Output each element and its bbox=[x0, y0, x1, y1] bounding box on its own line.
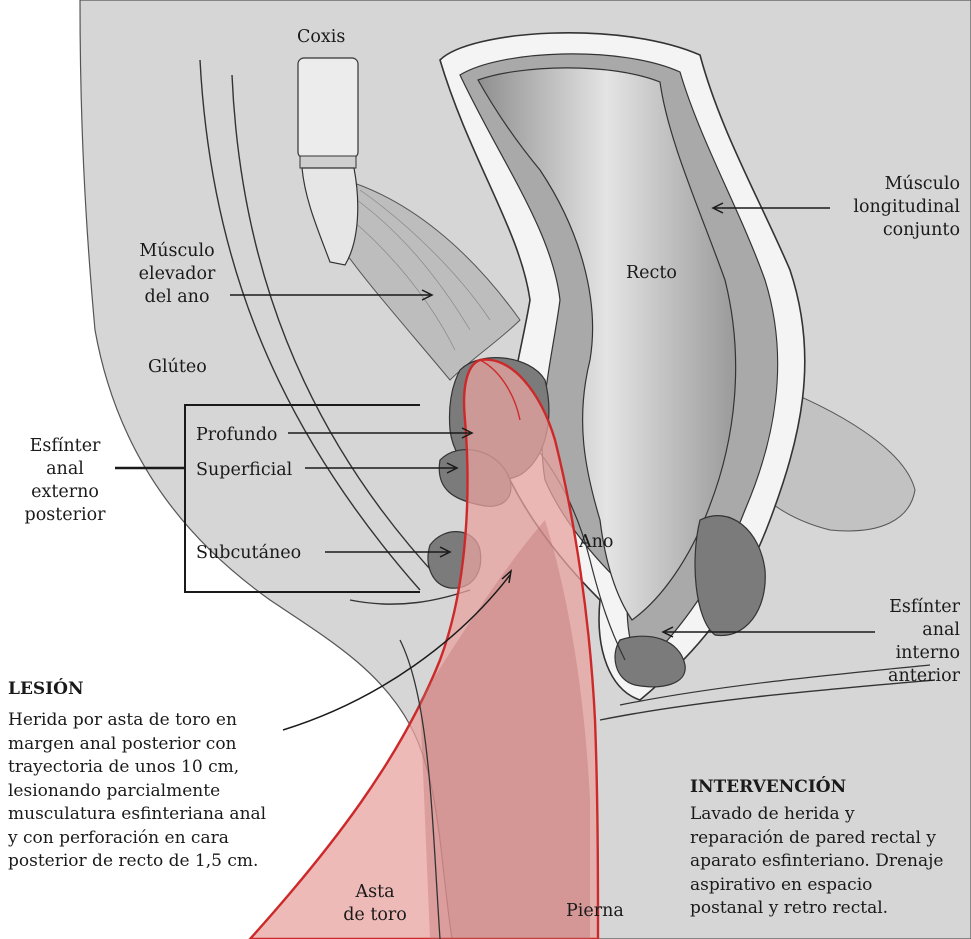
lesion-title: LESIÓN bbox=[8, 678, 278, 701]
label-profundo: Profundo bbox=[196, 424, 277, 447]
label-elevador-ano: Músculo elevador del ano bbox=[132, 240, 222, 309]
label-musculo-longitudinal: Músculo longitudinal conjunto bbox=[830, 173, 960, 242]
label-esfinter-interno: Esfínter anal interno anterior bbox=[860, 596, 960, 688]
intervencion-block: INTERVENCIÓN Lavado de herida y reparaci… bbox=[690, 776, 965, 921]
lesion-text: Herida por asta de toro en margen anal p… bbox=[8, 709, 278, 874]
lesion-block: LESIÓN Herida por asta de toro en margen… bbox=[8, 678, 278, 874]
intervencion-title: INTERVENCIÓN bbox=[690, 776, 965, 799]
label-superficial: Superficial bbox=[196, 459, 292, 482]
label-esfinter-externo: Esfínter anal externo posterior bbox=[20, 435, 110, 527]
label-pierna: Pierna bbox=[566, 900, 624, 923]
label-gluteo: Glúteo bbox=[148, 356, 207, 379]
label-asta-de-toro: Asta de toro bbox=[330, 881, 420, 927]
label-subcutaneo: Subcutáneo bbox=[196, 542, 301, 565]
intervencion-text: Lavado de herida y reparación de pared r… bbox=[690, 803, 965, 921]
label-coxis: Coxis bbox=[297, 26, 345, 49]
label-recto: Recto bbox=[626, 262, 677, 285]
label-ano: Ano bbox=[579, 531, 613, 554]
